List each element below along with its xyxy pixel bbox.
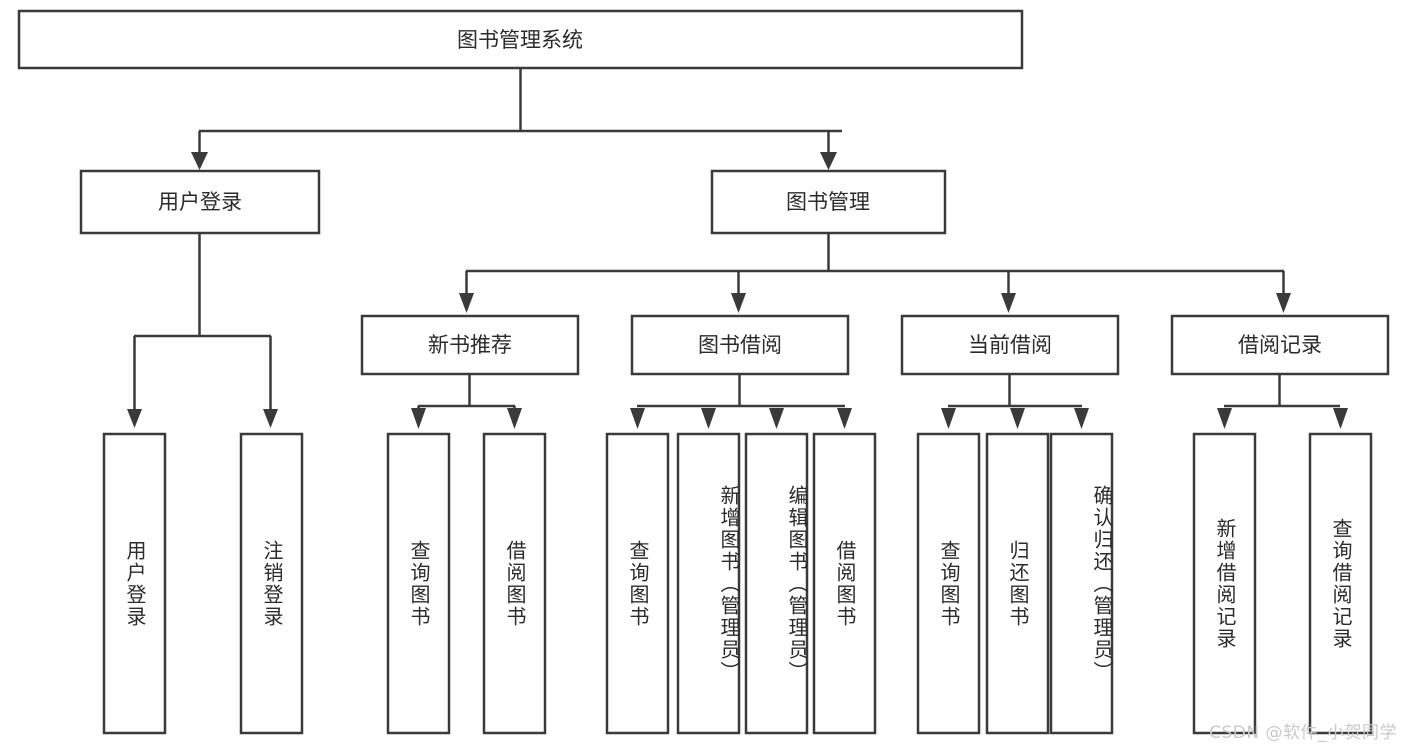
arrow-leaf-bb-add: [701, 408, 716, 429]
node-book-mgmt-box[interactable]: [710, 169, 947, 235]
arrow-to-book-borrow: [731, 293, 746, 313]
arrow-leaf-bb-query: [630, 408, 645, 429]
arrow-to-borrow-record: [1276, 293, 1291, 313]
arrow-leaf-newbook-borrow: [507, 408, 522, 429]
leaf-box-br-add-record[interactable]: [1192, 432, 1257, 735]
leaf-box-bb-query-book[interactable]: [605, 432, 670, 735]
leaf-box-cb-confirm-return[interactable]: [1049, 432, 1114, 735]
node-current-borrow-label: 当前借阅: [968, 333, 1052, 357]
leaf-box-bb-edit-book[interactable]: [744, 432, 809, 735]
arrow-leaf-logout: [263, 409, 278, 428]
node-borrow-record-box[interactable]: [1170, 314, 1390, 376]
leaf-box-cb-query-book[interactable]: [916, 432, 981, 735]
leaf-box-user-login[interactable]: [102, 432, 167, 735]
arrow-to-current-borrow: [1001, 293, 1016, 313]
leaf-box-bb-add-book[interactable]: [676, 432, 741, 735]
leaf-box-bb-borrow-book[interactable]: [812, 432, 877, 735]
arrow-leaf-bb-edit: [769, 408, 784, 429]
arrow-leaf-cb-query: [941, 408, 956, 429]
leaf-box-br-query-record[interactable]: [1308, 432, 1373, 735]
node-borrow-record-label: 借阅记录: [1238, 333, 1322, 357]
arrow-leaf-cb-return: [1010, 408, 1025, 429]
arrow-to-book-mgmt: [820, 152, 837, 170]
node-book-borrow-box[interactable]: [630, 314, 850, 376]
node-current-borrow-box[interactable]: [900, 314, 1120, 376]
leaf-box-nb-query-book[interactable]: [386, 432, 451, 735]
arrow-leaf-bb-borrow: [837, 408, 852, 429]
arrow-leaf-br-query: [1333, 408, 1348, 429]
arrow-to-new-book: [459, 293, 474, 313]
node-root-box[interactable]: [17, 9, 1024, 70]
leaf-box-logout[interactable]: [239, 432, 304, 735]
node-layer: 图书管理系统 用户登录 图书管理 新书推荐 图书借阅 当前借阅 借阅记录: [17, 9, 1390, 735]
arrow-leaf-cb-confirm: [1074, 408, 1089, 429]
node-book-mgmt-label: 图书管理: [786, 190, 870, 214]
node-user-login-box[interactable]: [79, 169, 321, 235]
node-new-book-box[interactable]: [360, 314, 580, 376]
arrow-leaf-user-login: [127, 409, 142, 428]
node-user-login-label: 用户登录: [158, 190, 242, 214]
node-new-book-label: 新书推荐: [428, 333, 512, 357]
arrow-to-user-login: [191, 152, 208, 170]
arrow-leaf-br-add: [1217, 408, 1232, 429]
arrow-leaf-newbook-query: [411, 408, 426, 429]
node-book-borrow-label: 图书借阅: [698, 333, 782, 357]
connector-layer: [127, 68, 1348, 429]
leaf-box-cb-return-book[interactable]: [985, 432, 1050, 735]
leaf-box-nb-borrow-book[interactable]: [482, 432, 547, 735]
node-root-label: 图书管理系统: [457, 28, 583, 52]
